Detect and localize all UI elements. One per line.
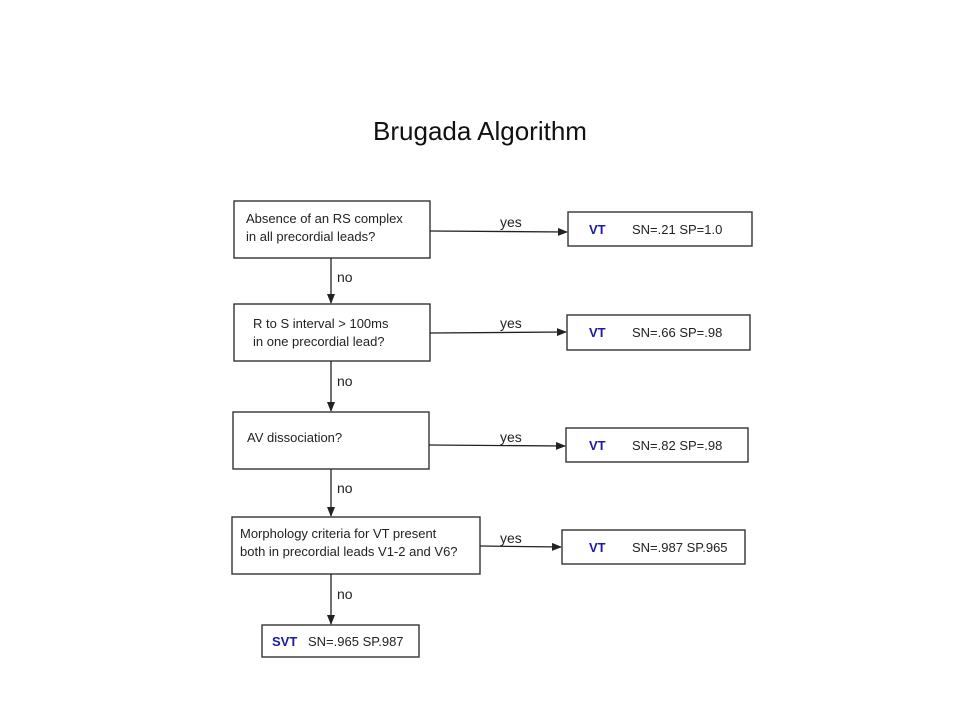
- yes-label-2: yes: [500, 315, 522, 331]
- question-3-line-1: AV dissociation?: [247, 430, 342, 445]
- question-2-line-2: in one precordial lead?: [253, 334, 385, 349]
- no-label-3: no: [337, 480, 353, 496]
- question-box-2: [233, 303, 431, 362]
- yes-label-3: yes: [500, 429, 522, 445]
- result-tag-4: VT: [589, 540, 606, 555]
- yes-arrow-4: [479, 542, 562, 551]
- result-tag-2: VT: [589, 325, 606, 340]
- final-tag: SVT: [272, 634, 297, 649]
- question-2-line-1: R to S interval > 100ms: [253, 316, 389, 331]
- result-box-4: [561, 529, 746, 565]
- result-box-2: [566, 314, 751, 351]
- no-label-1: no: [337, 269, 353, 285]
- step-3: AV dissociation? yes VT SN=.82 SP=.98 no: [232, 411, 749, 517]
- question-1-line-2: in all precordial leads?: [246, 229, 375, 244]
- question-4-line-2: both in precordial leads V1-2 and V6?: [240, 544, 458, 559]
- question-box-3: [232, 411, 430, 470]
- result-tag-3: VT: [589, 438, 606, 453]
- yes-arrow-2: [429, 328, 567, 337]
- page-title: Brugada Algorithm: [373, 116, 587, 146]
- step-4: Morphology criteria for VT present both …: [231, 516, 746, 625]
- no-label-2: no: [337, 373, 353, 389]
- final-stats: SN=.965 SP.987: [308, 634, 404, 649]
- question-box-1: [233, 200, 431, 259]
- question-box-4: [231, 516, 481, 575]
- question-4-line-1: Morphology criteria for VT present: [240, 526, 437, 541]
- result-box-1: [567, 211, 753, 247]
- question-1-line-1: Absence of an RS complex: [246, 211, 403, 226]
- final-result: SVT SN=.965 SP.987: [261, 624, 420, 658]
- final-box: [261, 624, 420, 658]
- result-box-3: [565, 427, 749, 463]
- yes-label-4: yes: [500, 530, 522, 546]
- no-label-4: no: [337, 586, 353, 602]
- yes-arrow-3: [428, 441, 566, 450]
- yes-arrow-1: [429, 227, 568, 236]
- result-stats-2: SN=.66 SP=.98: [632, 325, 722, 340]
- result-stats-1: SN=.21 SP=1.0: [632, 222, 722, 237]
- result-stats-4: SN=.987 SP.965: [632, 540, 728, 555]
- step-2: R to S interval > 100ms in one precordia…: [233, 303, 751, 412]
- step-1: Absence of an RS complex in all precordi…: [233, 200, 753, 304]
- yes-label-1: yes: [500, 214, 522, 230]
- result-tag-1: VT: [589, 222, 606, 237]
- result-stats-3: SN=.82 SP=.98: [632, 438, 722, 453]
